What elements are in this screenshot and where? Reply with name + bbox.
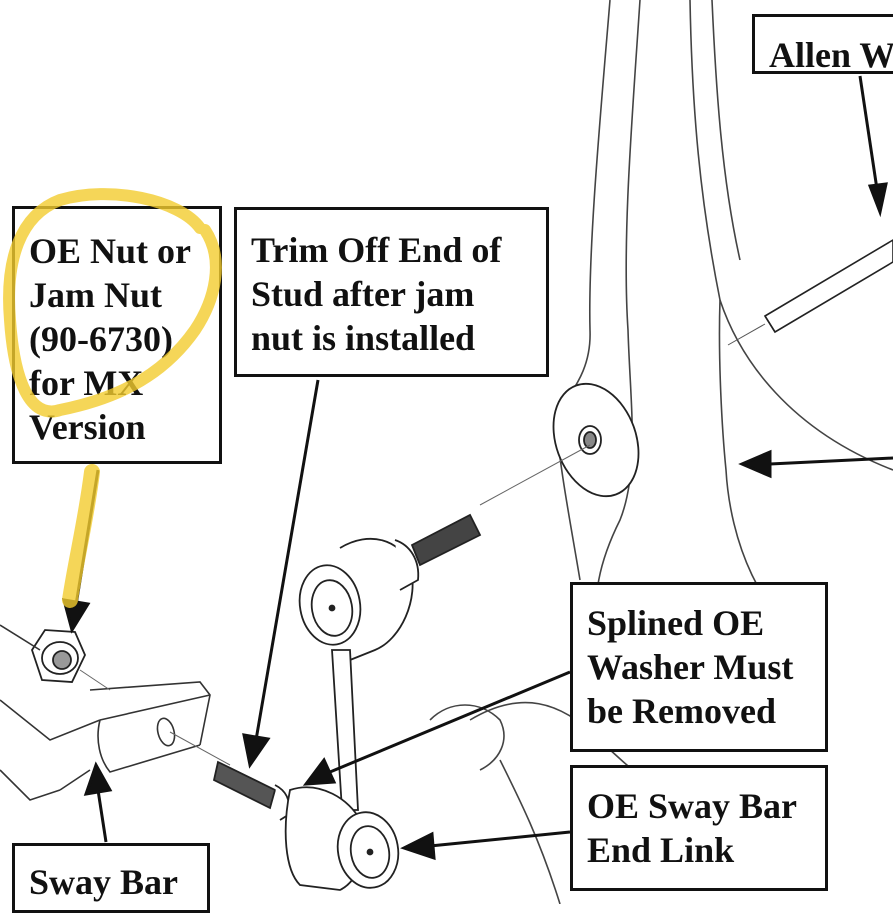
arrow-oe-nut: [74, 469, 100, 606]
knuckle-boss: [552, 382, 640, 498]
label-sway-bar-text: Sway Bar: [29, 862, 179, 902]
end-link-shaft: [331, 649, 359, 811]
flange-nut: [31, 629, 86, 683]
label-trim-stud-line: Trim Off End of: [251, 230, 502, 270]
arrow-splined-washer: [329, 670, 571, 774]
label-sway-bar: Sway Bar: [12, 843, 210, 913]
sway-bar: [0, 624, 231, 801]
arrow-knuckle: [769, 456, 893, 466]
label-allen-wrench: Allen W: [752, 14, 893, 74]
arrow-trim-stud: [254, 379, 320, 741]
label-trim-stud-line: Stud after jam: [251, 274, 475, 314]
label-end-link-line: End Link: [587, 830, 735, 870]
label-oe-nut-line: Jam Nut: [29, 275, 162, 315]
label-end-link-line: OE Sway Bar: [587, 786, 798, 826]
end-link-upper: [298, 444, 591, 661]
label-oe-nut-line: (90-6730): [29, 319, 173, 359]
label-splined-washer-line: Splined OE: [587, 603, 765, 643]
label-oe-nut-line: Version: [29, 407, 146, 447]
label-splined-washer-line: be Removed: [587, 691, 776, 731]
label-splined-washer-line: Washer Must: [587, 647, 794, 687]
allen-wrench: [727, 239, 893, 346]
label-oe-nut-line: for MX: [29, 363, 144, 403]
label-trim-stud-line: nut is installed: [251, 318, 476, 358]
arrow-allen-wrench: [858, 75, 880, 197]
end-link-lower: [212, 760, 400, 891]
label-oe-nut-line: OE Nut or: [29, 231, 191, 271]
label-allen-wrench-text: Allen W: [769, 35, 893, 74]
arrow-sway-bar: [96, 789, 108, 843]
arrow-end-link: [429, 830, 571, 848]
